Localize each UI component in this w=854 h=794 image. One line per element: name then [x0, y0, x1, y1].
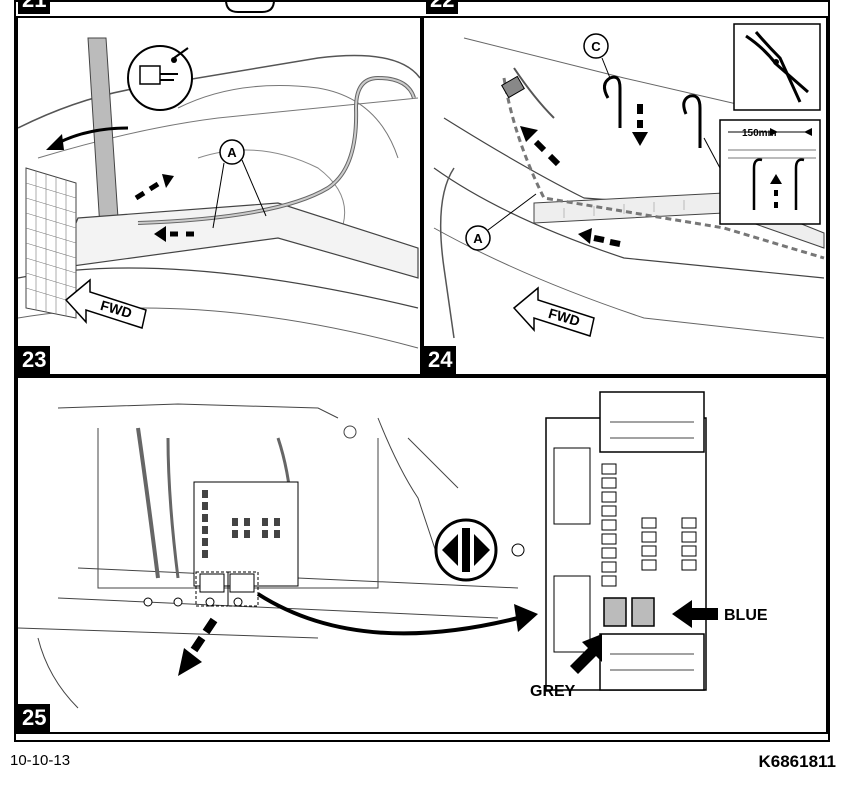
- callout-c-circle: [583, 33, 609, 59]
- top-icon-remnant: [225, 0, 275, 13]
- panel-step-25: BLUE GREY 25: [16, 376, 828, 734]
- step-number-24: 24: [424, 346, 457, 374]
- illustration-23: A FWD: [18, 37, 420, 349]
- footer-date: 10-10-13: [10, 752, 71, 769]
- callout-a-circle: [465, 225, 491, 251]
- grey-arrow: [570, 634, 602, 674]
- fusebox-installed: [193, 481, 299, 607]
- direction-arrow-left: [154, 226, 194, 242]
- pliers-icon: [733, 23, 821, 111]
- blue-label: BLUE: [724, 607, 768, 624]
- step-number-25: 25: [18, 704, 51, 732]
- direction-symbol-icon: [434, 518, 498, 582]
- direction-arrow-down: [632, 104, 648, 146]
- instruction-frame: [14, 0, 830, 742]
- clip-spacing-inset: 150mm: [719, 119, 821, 225]
- footer-doc-id: K6861811: [758, 752, 836, 771]
- blue-relay: [631, 597, 655, 627]
- direction-arrow-down-left: [178, 617, 218, 676]
- dimension-label: 150mm: [742, 128, 777, 139]
- callout-a-circle: [219, 139, 245, 165]
- callout-a-label: A: [227, 145, 237, 160]
- speaker-grille: [25, 167, 77, 319]
- step-number-23: 23: [18, 346, 51, 374]
- panel-step-24: C A 150mm: [422, 16, 828, 376]
- direction-arrow-left: [578, 228, 621, 247]
- illustration-24: C A 150mm: [433, 23, 825, 339]
- step-number-22: 22: [426, 0, 459, 14]
- fwd-arrow: FWD: [64, 278, 147, 329]
- fusebox-detail: [511, 391, 707, 691]
- callout-a-label: A: [473, 231, 483, 246]
- fwd-arrow: FWD: [512, 286, 595, 337]
- direction-arrow-up: [134, 174, 174, 201]
- direction-arrow-up-left: [520, 126, 561, 167]
- connector-detail-inset: [127, 45, 193, 111]
- panel-step-23: A FWD 23: [16, 16, 422, 376]
- grey-label: GREY: [530, 683, 576, 700]
- illustration-25: BLUE GREY: [18, 391, 768, 709]
- step-number-21: 21: [18, 0, 51, 14]
- grey-relay: [603, 597, 627, 627]
- blue-arrow: [672, 600, 718, 628]
- callout-c-label: C: [591, 39, 601, 54]
